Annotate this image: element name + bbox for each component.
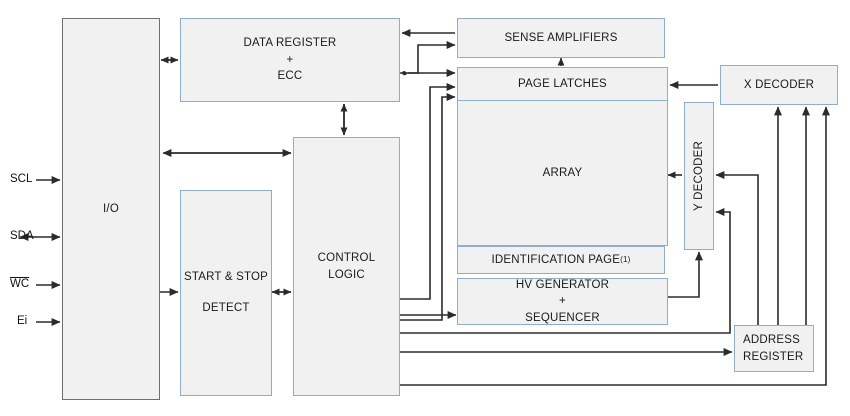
block-start-stop-detect-line2: DETECT xyxy=(202,302,250,314)
block-page-latches[interactable]: PAGE LATCHES xyxy=(457,67,668,101)
block-identification-page-label: IDENTIFICATION PAGE xyxy=(491,253,621,266)
block-hv-generator-line3: SEQUENCER xyxy=(525,311,600,324)
signal-label-ei: Ei xyxy=(17,315,28,327)
block-array[interactable]: ARRAY xyxy=(457,100,668,246)
block-address-register-line1: ADDRESS xyxy=(743,333,800,346)
signal-label-scl: SCL xyxy=(10,173,33,185)
signal-label-sda: SDA xyxy=(10,230,34,242)
block-io-label: I/O xyxy=(103,202,119,215)
block-data-register-line2: + xyxy=(286,53,294,66)
block-y-decoder-label: Y DECODER xyxy=(692,141,705,211)
block-start-stop-detect[interactable]: START & STOP DETECT xyxy=(180,190,272,396)
block-data-register-line1: DATA REGISTER xyxy=(243,36,337,49)
block-data-register[interactable]: DATA REGISTER + ECC xyxy=(180,18,400,102)
block-identification-page[interactable]: IDENTIFICATION PAGE(1) xyxy=(457,246,665,274)
block-control-logic[interactable]: CONTROL LOGIC xyxy=(293,137,400,396)
block-identification-page-note: (1) xyxy=(620,255,631,265)
block-control-logic-line2: LOGIC xyxy=(328,268,365,281)
block-control-logic-line1: CONTROL xyxy=(317,251,376,264)
block-address-register-line2: REGISTER xyxy=(743,350,804,363)
block-hv-generator-line1: HV GENERATOR xyxy=(515,278,610,291)
block-x-decoder-label: X DECODER xyxy=(743,78,815,91)
block-hv-generator-line2: + xyxy=(559,295,566,308)
block-x-decoder[interactable]: X DECODER xyxy=(720,65,838,105)
block-hv-generator[interactable]: HV GENERATOR + SEQUENCER xyxy=(457,278,668,325)
block-page-latches-label: PAGE LATCHES xyxy=(518,77,607,90)
block-y-decoder[interactable]: Y DECODER xyxy=(684,102,714,250)
block-sense-amplifiers-label: SENSE AMPLIFIERS xyxy=(504,31,618,44)
block-address-register[interactable]: ADDRESS REGISTER xyxy=(734,325,814,372)
block-data-register-line3: ECC xyxy=(277,70,303,83)
block-start-stop-detect-line1: START & STOP xyxy=(184,271,268,284)
block-sense-amplifiers[interactable]: SENSE AMPLIFIERS xyxy=(457,18,665,58)
block-io[interactable]: I/O xyxy=(62,18,160,400)
signal-label-wc: WC xyxy=(10,278,30,290)
block-array-label: ARRAY xyxy=(542,166,583,179)
